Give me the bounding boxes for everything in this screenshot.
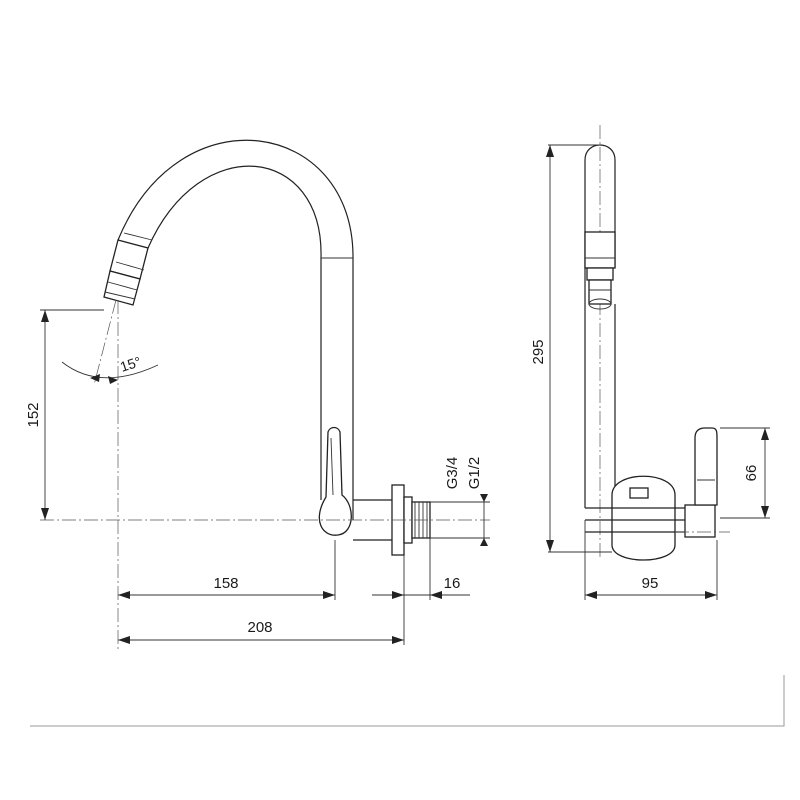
front-view: 15° 152 — [25, 139, 490, 650]
angle-arrow-right — [108, 376, 118, 384]
dimension-95: 95 — [585, 575, 717, 599]
connector-arm — [353, 499, 392, 541]
dimension-66: 66 — [743, 428, 769, 518]
dimension-158: 158 — [118, 575, 335, 599]
thread-label-g12: G1/2 — [466, 457, 483, 490]
side-rosette — [611, 475, 676, 561]
angle-arrow-left — [90, 374, 100, 382]
dimension-16: 16 — [372, 575, 470, 599]
dim-label-158: 158 — [213, 575, 238, 592]
dimension-295: 295 — [530, 145, 554, 552]
dim-label-66: 66 — [743, 465, 760, 482]
spout-outer-curve — [117, 139, 354, 259]
side-arm — [585, 507, 690, 533]
thread-label-g34: G3/4 — [444, 457, 461, 490]
angle-label: 15° — [118, 353, 143, 375]
dimension-152: 152 — [25, 310, 49, 520]
dim-label-95: 95 — [642, 575, 659, 592]
dim-label-16: 16 — [444, 575, 461, 592]
dimension-thread: G3/4 G1/2 — [444, 457, 488, 546]
side-lever — [694, 427, 718, 506]
side-aerator — [584, 231, 616, 310]
dim-label-208: 208 — [247, 619, 272, 636]
spout-inner-curve — [147, 165, 322, 259]
footer-rule — [30, 675, 785, 727]
dimension-208: 208 — [118, 619, 404, 644]
side-rosette-cap — [629, 487, 649, 499]
aerator-head — [103, 232, 153, 306]
side-view: 295 66 95 — [530, 125, 770, 600]
dim-label-152: 152 — [25, 402, 42, 427]
dim-label-295: 295 — [530, 339, 547, 364]
side-spout-tube — [584, 144, 616, 508]
lever-handle — [318, 426, 352, 536]
spout-body — [320, 258, 354, 520]
angle-arc — [61, 361, 159, 379]
jet-axis — [93, 299, 117, 386]
